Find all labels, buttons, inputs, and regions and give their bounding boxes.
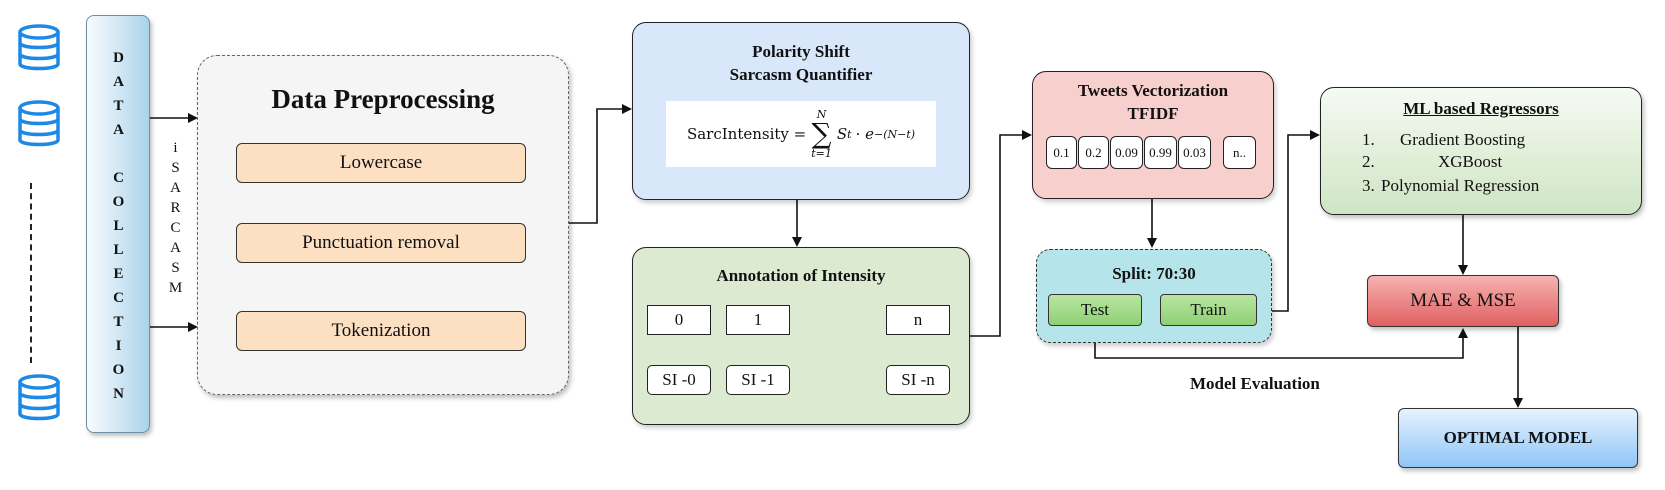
mae-mse-box: MAE & MSE (1367, 275, 1559, 327)
test-set: Test (1048, 294, 1142, 326)
regressor-xgboost: XGBoost (1438, 152, 1503, 171)
step-punctuation-removal: Punctuation removal (236, 223, 526, 263)
data-collection-box (86, 15, 150, 433)
polarity-title-line1: Polarity Shift (752, 42, 850, 61)
vector-cell: 0.1 (1046, 136, 1077, 169)
formula-term: S (836, 125, 848, 143)
formula-sum-top: N (816, 108, 827, 121)
vector-cell: 0.09 (1110, 136, 1143, 169)
database-ellipsis (30, 183, 40, 363)
formula-power: −(N−t) (873, 127, 916, 141)
model-evaluation-label: Model Evaluation (1190, 374, 1320, 393)
regressor-polynomial-regression: Polynomial Regression (1381, 176, 1540, 195)
data-collection-label: DATA COLLECTION (110, 50, 127, 410)
polarity-title: Polarity Shift Sarcasm Quantifier (632, 40, 970, 86)
vector-cell: 0.03 (1178, 136, 1211, 169)
intensity-input-0: 0 (647, 305, 711, 335)
regressor-num: 1. (1362, 130, 1375, 149)
isarcasm-label-wrap: iSARCASM (160, 140, 190, 310)
intensity-input-1: 1 (726, 305, 790, 335)
database-icon (18, 100, 60, 147)
optimal-model-box: OPTIMAL MODEL (1398, 408, 1638, 468)
regressor-num: 3. (1362, 176, 1375, 195)
si-output-0: SI -0 (647, 365, 711, 395)
vector-cell: n.. (1223, 136, 1256, 169)
formula-sub: t (847, 127, 852, 141)
arrow-preproc-polarity (569, 104, 632, 224)
vector-cell: 0.99 (1144, 136, 1177, 169)
vector-cell: 0.2 (1078, 136, 1109, 169)
tweets-title-line2: TFIDF (1127, 104, 1179, 123)
step-tokenization: Tokenization (236, 311, 526, 351)
formula-sum-bottom: t=1 (811, 147, 832, 160)
sum-symbol: ∑ (811, 117, 832, 150)
ml-regressors-title: ML based Regressors (1403, 99, 1559, 118)
formula-lhs: SarcIntensity = (686, 125, 807, 143)
tweets-vectorization-box (1032, 71, 1274, 199)
formula-sum: N ∑ t=1 (811, 109, 832, 159)
train-set: Train (1160, 294, 1257, 326)
data-collection-label-wrap: DATA COLLECTION (86, 50, 150, 410)
isarcasm-label: iSARCASM (167, 140, 184, 300)
polarity-title-line2: Sarcasm Quantifier (729, 65, 873, 84)
ml-regressors-box (1320, 87, 1642, 215)
step-lowercase: Lowercase (236, 143, 526, 183)
database-icon (18, 24, 60, 71)
si-output-n: SI -n (886, 365, 950, 395)
annotation-title: Annotation of Intensity (716, 266, 886, 285)
tweets-title: Tweets Vectorization TFIDF (1032, 79, 1274, 125)
intensity-input-n: n (886, 305, 950, 335)
arrow-annotation-tweets (970, 130, 1032, 337)
database-icon (18, 374, 60, 421)
regressor-gradient-boosting: Gradient Boosting (1400, 130, 1526, 149)
si-output-1: SI -1 (726, 365, 790, 395)
split-title: Split: 70:30 (1112, 264, 1196, 283)
regressor-num: 2. (1362, 152, 1375, 171)
annotation-box (632, 247, 970, 425)
preprocessing-title: Data Preprocessing (271, 84, 495, 114)
tweets-title-line1: Tweets Vectorization (1077, 81, 1229, 100)
formula-exp: · e (855, 125, 874, 143)
